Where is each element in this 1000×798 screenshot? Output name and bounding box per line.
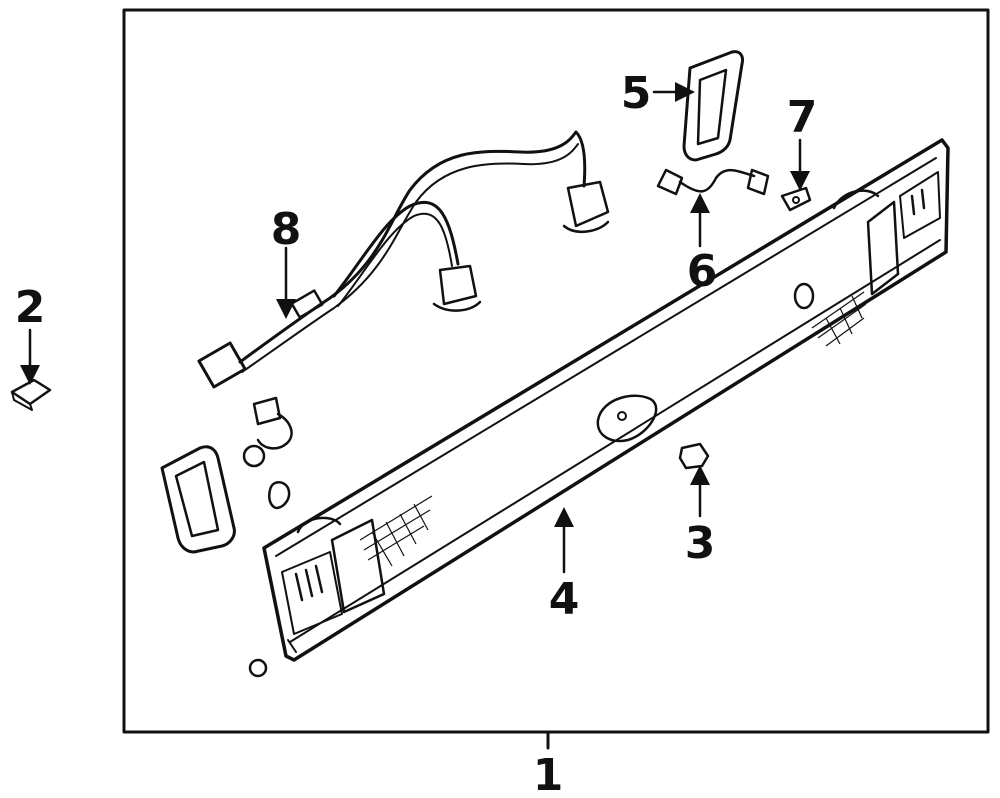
grommet xyxy=(248,658,268,678)
leader-lines xyxy=(20,82,810,574)
nut-part-3 xyxy=(678,442,710,470)
callout-labels: 1 2 3 4 5 6 7 8 xyxy=(15,68,818,798)
gasket-lower xyxy=(160,445,236,554)
clip-part-7 xyxy=(780,186,812,212)
assembly-frame xyxy=(122,8,990,750)
callout-2: 2 xyxy=(15,282,46,333)
callout-3: 3 xyxy=(685,518,716,569)
garnish-panel xyxy=(262,138,950,662)
callout-6: 6 xyxy=(687,246,718,297)
wiring-harness xyxy=(197,130,610,389)
clip-part-2 xyxy=(10,378,52,411)
socket-bulb-lower xyxy=(242,396,293,510)
callout-7: 7 xyxy=(787,92,818,143)
socket-wire-upper xyxy=(656,168,770,196)
callout-8: 8 xyxy=(271,204,302,255)
callout-5: 5 xyxy=(621,68,652,119)
callout-4: 4 xyxy=(549,574,580,625)
gasket-upper xyxy=(682,50,744,162)
callout-1: 1 xyxy=(533,750,564,798)
